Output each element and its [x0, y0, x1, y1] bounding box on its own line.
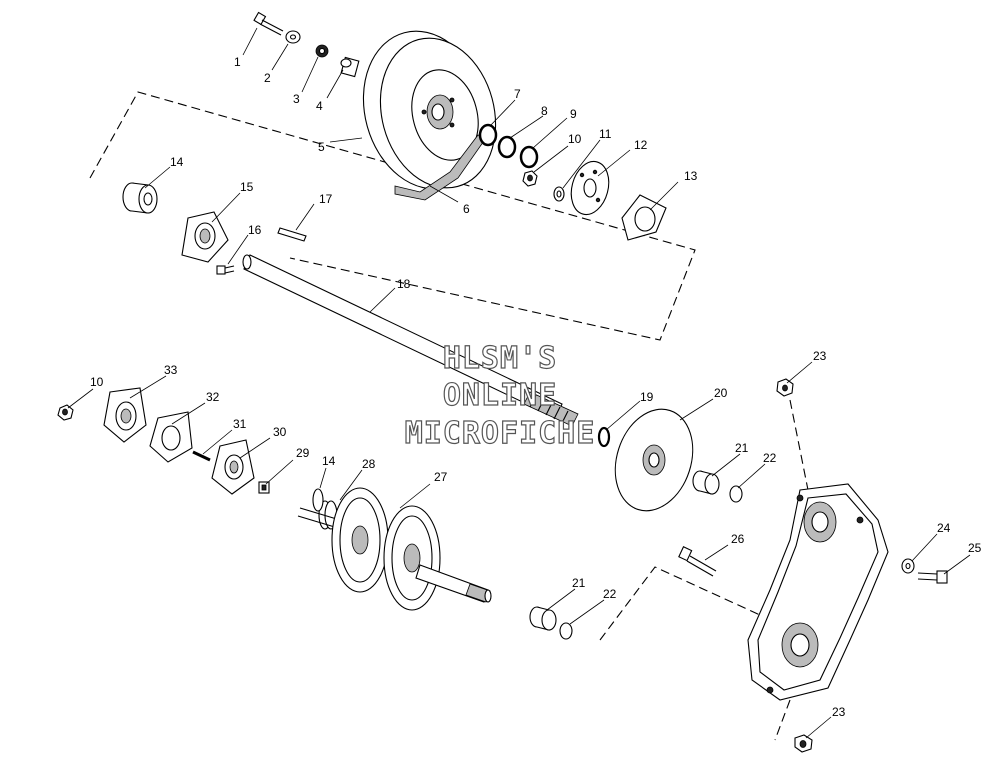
part-25-bolt	[917, 570, 948, 584]
callout-8: 8	[541, 104, 548, 118]
callout-2: 2	[264, 71, 271, 85]
part-23-nut-lower	[794, 734, 813, 753]
upper-assembly-dashed-outline	[89, 91, 696, 341]
part-8-ring	[497, 135, 517, 159]
part-4-bushing	[340, 56, 360, 78]
callout-21-lower: 21	[572, 576, 586, 590]
part-10-nut-upper	[522, 170, 538, 187]
callout-16: 16	[248, 223, 262, 237]
part-30-bearing-flange	[211, 439, 255, 495]
part-13-gasket	[621, 194, 667, 241]
watermark: HLSM'S ONLINE MICROFICHE	[404, 340, 596, 451]
part-1-bolt	[253, 11, 284, 36]
part-31-spring-pin	[192, 450, 211, 462]
callout-20: 20	[714, 386, 728, 400]
callout-21-upper: 21	[735, 441, 749, 455]
callout-14-upper: 14	[170, 155, 184, 169]
part-26-bolt	[678, 546, 717, 577]
callout-27: 27	[434, 470, 448, 484]
callout-6: 6	[463, 202, 470, 216]
part-22-seal-lower	[559, 622, 573, 640]
callout-23-upper: 23	[813, 349, 827, 363]
part-23-nut-upper	[776, 378, 794, 397]
top-nut-dashed-line	[789, 399, 809, 491]
callout-5: 5	[318, 140, 325, 154]
part-16-bolt	[216, 265, 235, 275]
part-2-washer	[285, 30, 301, 44]
part-10-nut-lower	[57, 404, 74, 421]
part-14-bearing-upper	[122, 182, 158, 214]
part-19-o-ring	[597, 426, 611, 448]
callout-labels: 1 2 3 4 5 6 7 8 9 10 11 12 13 14 15 16 1…	[90, 55, 982, 719]
part-21-bearing-upper	[692, 470, 720, 495]
callout-10-upper: 10	[568, 132, 582, 146]
callout-28: 28	[362, 457, 376, 471]
callout-14-lower: 14	[322, 454, 336, 468]
callout-32: 32	[206, 390, 220, 404]
watermark-line-2: ONLINE	[443, 378, 557, 413]
leader-lines	[67, 27, 971, 739]
part-11-washer	[553, 186, 565, 202]
part-21-bearing-lower	[529, 606, 557, 631]
part-12-plate	[570, 160, 610, 216]
part-9-ring	[519, 145, 539, 169]
callout-13: 13	[684, 169, 698, 183]
part-29-plug	[258, 481, 270, 494]
part-14-bearing-lower	[312, 488, 324, 512]
part-7-seal	[478, 123, 498, 147]
part-27-drive-sprockets-and-shaft	[297, 487, 492, 611]
callout-18: 18	[397, 277, 411, 291]
part-33-bearing-cap	[103, 387, 147, 443]
callout-19: 19	[640, 390, 654, 404]
part-18-jackshaft	[242, 254, 579, 427]
callout-22-upper: 22	[763, 451, 777, 465]
callout-11: 11	[599, 127, 612, 141]
callout-24: 24	[937, 521, 951, 535]
callout-29: 29	[296, 446, 310, 460]
part-17-key	[277, 227, 307, 242]
bottom-nut-dashed-line	[774, 699, 791, 741]
callout-25: 25	[968, 541, 982, 555]
callout-12: 12	[634, 138, 648, 152]
part-24-washer	[901, 558, 915, 574]
callout-4: 4	[316, 99, 323, 113]
callout-10-lower: 10	[90, 375, 104, 389]
part-20-brake-disc	[614, 408, 694, 512]
callout-22-lower: 22	[603, 587, 617, 601]
callout-7: 7	[514, 87, 521, 101]
part-15-bearing-flange	[181, 211, 229, 263]
callout-31: 31	[233, 417, 247, 431]
callout-30: 30	[273, 425, 287, 439]
part-3-washer	[315, 44, 329, 58]
watermark-line-3: MICROFICHE	[405, 416, 596, 451]
part-32-gasket	[149, 411, 193, 463]
callout-15: 15	[240, 180, 254, 194]
watermark-line-1: HLSM'S	[443, 341, 557, 376]
callout-33: 33	[164, 363, 178, 377]
callout-3: 3	[293, 92, 300, 106]
callout-1: 1	[234, 55, 241, 69]
chaincase-housing	[747, 483, 889, 701]
callout-9: 9	[570, 107, 577, 121]
part-5-driven-sprocket	[362, 30, 497, 190]
lower-assembly-dashed-outline	[599, 566, 761, 641]
callout-23-lower: 23	[832, 705, 846, 719]
callout-26: 26	[731, 532, 745, 546]
part-22-seal-upper	[729, 485, 743, 503]
callout-17: 17	[319, 192, 333, 206]
